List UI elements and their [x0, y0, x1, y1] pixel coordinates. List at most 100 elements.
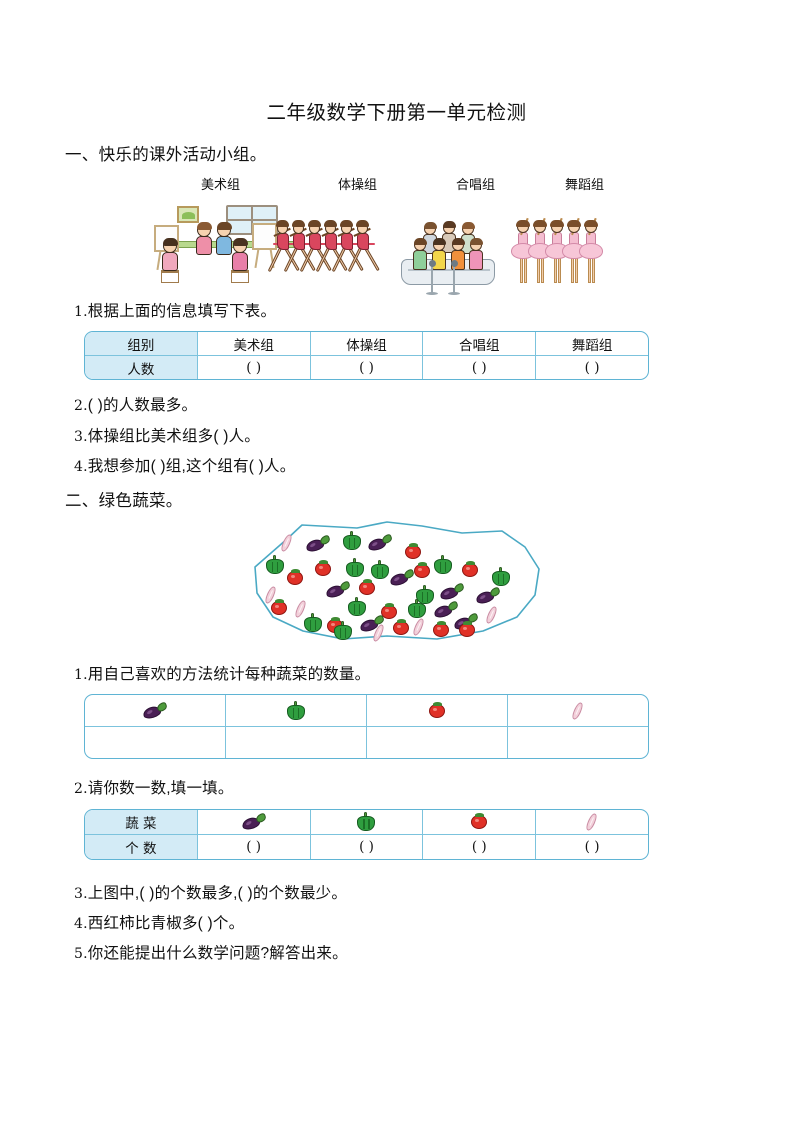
count-blank-green-pepper[interactable]: ( ): [311, 834, 424, 859]
question-number: 1.: [74, 304, 88, 320]
count-blank-cucumber[interactable]: ( ): [584, 838, 600, 855]
choir-group-scene: [401, 197, 495, 295]
count-blank-eggplant[interactable]: ( ): [198, 834, 311, 859]
cucumber-icon: [568, 701, 588, 721]
tomato-icon: [392, 619, 410, 637]
tally-blank-cucumber[interactable]: [508, 727, 648, 758]
tally-header-tomato: [367, 695, 508, 728]
table-row: 蔬 菜: [85, 809, 648, 835]
section1-question-1: 1.根据上面的信息填写下表。: [74, 300, 733, 323]
section1-question-4: 4.我想参加( )组,这个组有( )人。: [74, 455, 733, 478]
tomato-icon: [404, 543, 422, 561]
table-row: 组别 美术组 体操组 合唱组 舞蹈组: [85, 332, 648, 357]
green-pepper-icon: [433, 555, 453, 575]
cucumber-icon: [582, 811, 602, 832]
tally-table: [84, 694, 649, 760]
section2-question-3: 3.上图中,( )的个数最多,( )的个数最少。: [74, 882, 733, 905]
question-text[interactable]: 西红柿比青椒多( )个。: [87, 914, 245, 932]
groups-table-wrapper: 组别 美术组 体操组 合唱组 舞蹈组 人数 ( ) ( ) ( ) ( ): [60, 331, 733, 381]
tomato-icon: [314, 560, 332, 578]
gymnast-figure: [347, 220, 380, 281]
dance-group-scene: [511, 197, 608, 293]
tally-header-cucumber: [507, 695, 648, 728]
section2-question-4: 4.西红柿比青椒多( )个。: [74, 912, 733, 935]
green-pepper-icon: [491, 567, 511, 587]
table-row: 个 数 ( ) ( ) ( ) ( ): [85, 834, 648, 859]
table-row: [85, 727, 648, 759]
tomato-icon: [270, 599, 288, 617]
cell-group-gymnastics: 体操组: [310, 332, 424, 357]
table-row: [85, 695, 648, 728]
green-pepper-icon: [342, 531, 362, 551]
count-blank-tomato[interactable]: ( ): [423, 834, 537, 859]
activity-group-labels: 美术组 体操组 合唱组 舞蹈组: [60, 174, 733, 196]
eggplant-icon: [366, 533, 393, 553]
green-pepper-icon: [265, 555, 285, 575]
question-number: 3.: [74, 885, 88, 902]
question-text[interactable]: 体操组比美术组多( )人。: [87, 427, 260, 445]
count-header-tomato: [423, 809, 537, 835]
green-pepper-icon: [407, 599, 427, 619]
tomato-icon: [428, 702, 446, 719]
question-number: 3.: [74, 428, 88, 445]
answer-blank-dance[interactable]: ( ): [584, 359, 600, 376]
question-text[interactable]: 我想参加( )组,这个组有( )人。: [87, 457, 296, 475]
section-1-heading: 一、快乐的课外活动小组。: [65, 146, 267, 164]
cell-group-dance: 舞蹈组: [536, 332, 648, 357]
section-2-heading: 二、绿色蔬菜。: [65, 492, 183, 510]
microphone-icon: [425, 260, 439, 295]
question-number: 4.: [74, 458, 88, 475]
question-number: 1.: [74, 667, 88, 683]
question-text[interactable]: ( )的人数最多。: [87, 397, 198, 415]
activity-groups-illustration: [60, 197, 733, 295]
answer-blank-choir[interactable]: ( ): [423, 356, 537, 380]
group-label-dance: 舞蹈组: [565, 178, 605, 193]
tomato-icon: [413, 562, 431, 580]
count-header-eggplant: [197, 809, 311, 835]
tomato-icon: [432, 621, 450, 639]
section2-question-1: 1.用自己喜欢的方法统计每种蔬菜的数量。: [74, 663, 733, 686]
eggplant-icon: [438, 582, 465, 602]
gymnast-figure: [267, 220, 300, 281]
gymnast-figure: [299, 220, 332, 281]
green-pepper-icon: [347, 597, 367, 617]
section2-question-5: 5.你还能提出什么数学问题?解答出来。: [74, 942, 733, 965]
count-header-green-pepper: [310, 809, 424, 835]
tomato-icon: [470, 813, 488, 830]
question-text[interactable]: 你还能提出什么数学问题?解答出来。: [87, 945, 348, 962]
vegetable-pile-illustration: [247, 517, 547, 647]
table-row: 人数 ( ) ( ) ( ) ( ): [85, 356, 648, 380]
tally-blank-green-pepper[interactable]: [226, 727, 368, 759]
row-header-quantity: 个 数: [85, 834, 198, 859]
count-table-wrapper: 蔬 菜 个 数 ( ) ( ) ( ): [60, 808, 733, 860]
eggplant-icon: [304, 534, 331, 554]
cucumber-icon: [409, 617, 429, 637]
tomato-icon: [380, 603, 398, 621]
section2-question-2: 2.请你数一数,填一填。: [74, 777, 733, 800]
eggplant-icon: [474, 586, 501, 606]
group-label-choir: 合唱组: [456, 178, 496, 193]
question-text[interactable]: 上图中,( )的个数最多,( )的个数最少。: [87, 884, 348, 902]
section1-question-2: 2.( )的人数最多。: [74, 394, 733, 417]
tally-table-wrapper: [60, 694, 733, 760]
green-pepper-icon: [356, 811, 376, 832]
answer-blank-art[interactable]: ( ): [198, 356, 311, 380]
gymnast-figure: [283, 220, 316, 281]
tally-header-green-pepper: [226, 695, 368, 728]
row-header-group: 组别: [85, 332, 198, 357]
green-pepper-icon: [286, 700, 306, 721]
tally-blank-tomato[interactable]: [367, 727, 508, 759]
green-pepper-icon: [415, 585, 435, 605]
gymnast-figure: [331, 220, 364, 281]
question-number: 5.: [74, 946, 88, 962]
gymnastics-group-scene: [267, 197, 386, 293]
section1-question-3: 3.体操组比美术组多( )人。: [74, 425, 733, 448]
row-header-count: 人数: [85, 356, 198, 380]
easel-icon: [252, 223, 278, 269]
tomato-icon: [461, 561, 479, 579]
cucumber-icon: [482, 605, 502, 625]
tally-blank-eggplant[interactable]: [85, 727, 227, 759]
answer-blank-gymnastics[interactable]: ( ): [311, 356, 424, 380]
question-number: 4.: [74, 915, 88, 932]
eggplant-icon: [388, 568, 415, 588]
